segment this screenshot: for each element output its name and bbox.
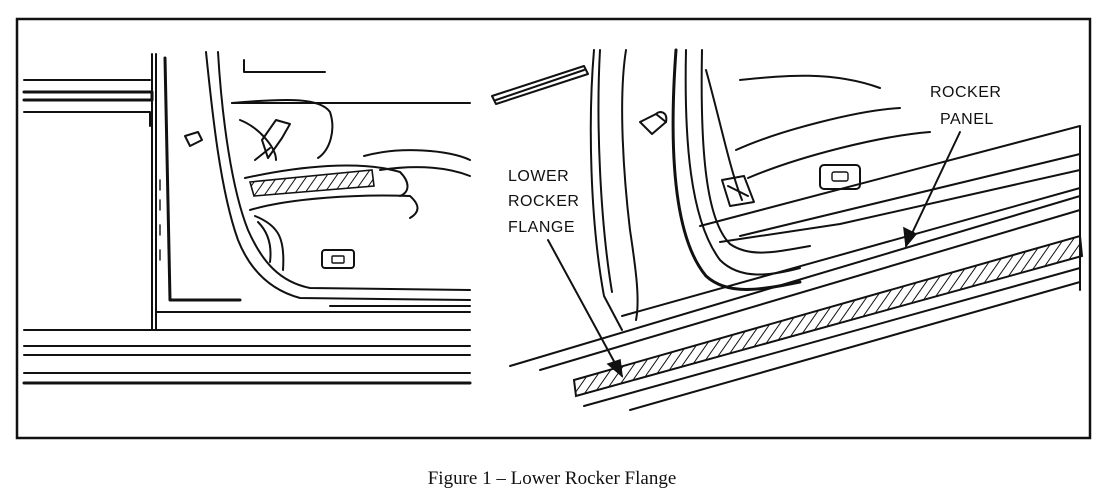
rocker-panel-arrow xyxy=(903,131,961,248)
lower-rocker-flange-hatch xyxy=(572,234,1084,398)
figure-caption: Figure 1 – Lower Rocker Flange xyxy=(428,468,677,489)
left-view xyxy=(22,51,472,385)
figure-frame xyxy=(15,17,1092,440)
rocker-panel-label-line1: ROCKER xyxy=(930,84,1001,101)
lower-flange-arrow xyxy=(547,239,623,378)
lower-rocker-flange-label-line2: ROCKER xyxy=(508,193,579,210)
lower-rocker-flange-label-line1: LOWER xyxy=(508,168,569,185)
lower-rocker-flange-label-line3: FLANGE xyxy=(508,219,575,236)
right-view xyxy=(491,48,1084,411)
rocker-panel-label-line2: PANEL xyxy=(940,111,994,128)
